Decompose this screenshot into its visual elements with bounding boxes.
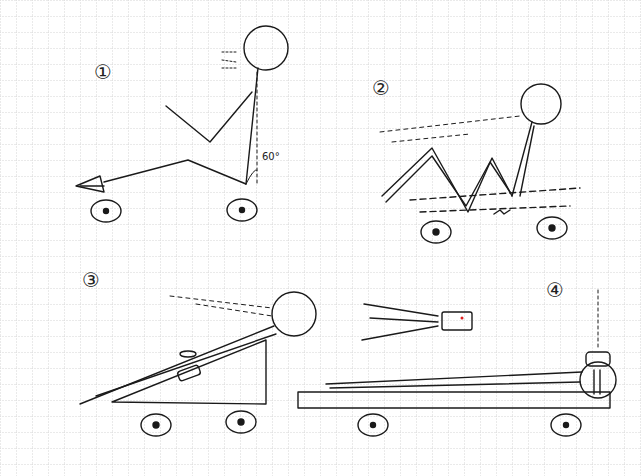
callout-number: ③ [82, 270, 100, 290]
callout-number: ② [372, 78, 390, 98]
figure-four [298, 290, 616, 436]
figure-one [76, 26, 288, 222]
callout-number: ④ [546, 280, 564, 300]
callout-number: ① [94, 62, 112, 82]
figure-two [380, 84, 580, 243]
figure-three [80, 292, 316, 436]
angle-label: 60° [262, 152, 280, 162]
